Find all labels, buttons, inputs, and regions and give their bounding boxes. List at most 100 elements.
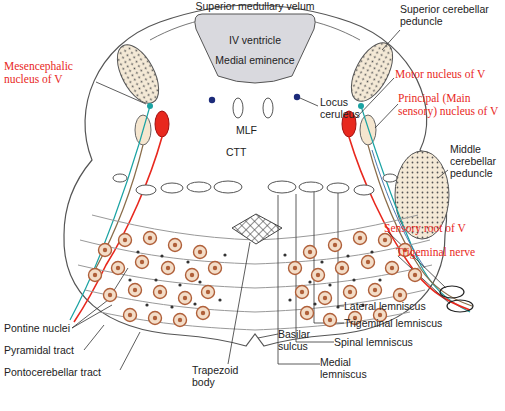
pyramidal-fibre <box>170 305 173 308</box>
pontine-nucleus <box>386 262 399 275</box>
pontine-nucleus <box>319 292 332 305</box>
structure-label: Trigeminal lemniscus <box>344 317 504 329</box>
pontine-nucleus <box>136 256 149 269</box>
trigeminal-label: Trigeminal nerve <box>396 246 504 259</box>
pontine-nucleus-core <box>108 293 112 297</box>
pontine-nucleus-core <box>201 311 205 315</box>
pontine-nucleus <box>162 262 175 275</box>
pontine-nucleus-core <box>398 293 402 297</box>
pontine-nucleus <box>149 312 162 325</box>
pontine-nucleus-core <box>293 266 297 270</box>
pontine-nucleus <box>194 246 207 259</box>
pyramidal-fibre <box>223 253 226 256</box>
structure-label: MLF <box>236 124 276 136</box>
pontine-nucleus-core <box>305 311 309 315</box>
pontine-nucleus-core <box>348 290 352 294</box>
leader-line <box>388 232 446 288</box>
principal-sensory-nucleus <box>360 115 376 145</box>
structure-label: Basilar sulcus <box>278 328 328 352</box>
lemniscus <box>299 182 323 192</box>
pontine-nucleus <box>209 262 222 275</box>
trigeminal-label: Motor nucleus of V <box>395 68 505 81</box>
pontine-nucleus <box>112 262 125 275</box>
pyramidal-fibre <box>136 250 139 253</box>
structure-label: Superior cerebellar peduncle <box>400 3 500 27</box>
pontine-nucleus-core <box>358 236 362 240</box>
leader-line <box>375 104 398 128</box>
lemniscus <box>161 183 183 193</box>
pontine-nucleus <box>197 307 210 320</box>
pontine-nucleus-core <box>153 316 157 320</box>
pontine-nucleus-core <box>333 243 337 247</box>
pontine-nucleus <box>179 292 192 305</box>
leader-line <box>356 78 394 118</box>
pyramidal-fibre <box>198 280 201 283</box>
structure-label: Medial eminence <box>192 54 318 66</box>
structure-label: Pontine nuclei <box>4 322 124 334</box>
trigeminal-label: Mesencephalic nucleus of V <box>4 60 100 86</box>
pyramidal-fibre <box>346 254 349 257</box>
pontine-nucleus <box>394 289 407 302</box>
mlf <box>233 98 243 118</box>
pyramidal-fibre <box>193 302 196 305</box>
pontine-nucleus-core <box>116 266 120 270</box>
pyramidal-fibre <box>145 303 148 306</box>
pontine-nucleus-core <box>316 273 320 277</box>
structure-label: Spinal lemniscus <box>334 336 494 348</box>
pyramidal-fibre <box>178 283 181 286</box>
structure-label: Middle cerebellar peduncle <box>450 143 505 179</box>
trigeminal-label: Principal (Main sensory) nucleus of V <box>398 92 505 118</box>
pontine-nucleus <box>329 239 342 252</box>
pontine-nucleus-core <box>140 260 144 264</box>
pontine-nucleus <box>312 269 325 282</box>
pontine-nucleus <box>379 234 392 247</box>
ventricle-outline <box>192 14 318 86</box>
pyramidal-fibre <box>160 254 163 257</box>
pontine-nucleus <box>124 309 137 322</box>
pontine-nucleus <box>154 286 167 299</box>
leader-line <box>228 242 250 364</box>
pontine-nucleus <box>186 269 199 282</box>
structure-label: Superior medullary velum <box>170 0 340 12</box>
pontine-nucleus-core <box>178 318 182 322</box>
pontine-nucleus <box>129 284 142 297</box>
leader-line <box>72 268 128 328</box>
pons-outline <box>64 5 447 346</box>
pontine-nucleus <box>324 314 337 327</box>
pyramidal-fibre <box>288 298 291 301</box>
pyramidal-fibre <box>186 260 189 263</box>
structure-label: Lateral lemniscus <box>344 300 504 312</box>
pontine-nucleus <box>354 232 367 245</box>
lemniscus <box>354 185 374 195</box>
pyramidal-fibre <box>352 278 355 281</box>
pontine-nucleus-core <box>300 290 304 294</box>
ventricle-region: IV ventricleMedial eminence <box>192 14 318 86</box>
lemniscus <box>268 181 296 193</box>
lemniscus <box>187 182 211 192</box>
pontine-nucleus-core <box>183 296 187 300</box>
structure-label: Locus ceruleus <box>320 96 380 120</box>
trapezoid-body <box>232 214 282 244</box>
pontine-nucleus-core <box>340 266 344 270</box>
pontine-nucleus <box>89 269 102 282</box>
leader-line <box>258 334 278 338</box>
leader-line <box>96 82 146 104</box>
pontine-nucleus-core <box>123 238 127 242</box>
pyramidal-fibre <box>378 278 381 281</box>
pontine-nucleus <box>369 284 382 297</box>
pontine-nucleus <box>301 307 314 320</box>
motor-nucleus <box>155 111 169 137</box>
pontine-nucleus-core <box>173 243 177 247</box>
pyramidal-fibre <box>328 283 331 286</box>
pontine-nucleus <box>362 256 375 269</box>
pontine-nucleus-core <box>206 290 210 294</box>
pontine-nucleus <box>169 239 182 252</box>
ventricle-shape <box>195 14 315 83</box>
pontine-nucleus <box>296 286 309 299</box>
pyramidal-fibre <box>370 250 373 253</box>
pontine-nucleus-core <box>103 248 107 252</box>
lemniscus <box>214 181 242 193</box>
pontine-nucleus-core <box>366 260 370 264</box>
structure-label: IV ventricle <box>192 34 318 46</box>
pontine-nucleus-core <box>213 266 217 270</box>
